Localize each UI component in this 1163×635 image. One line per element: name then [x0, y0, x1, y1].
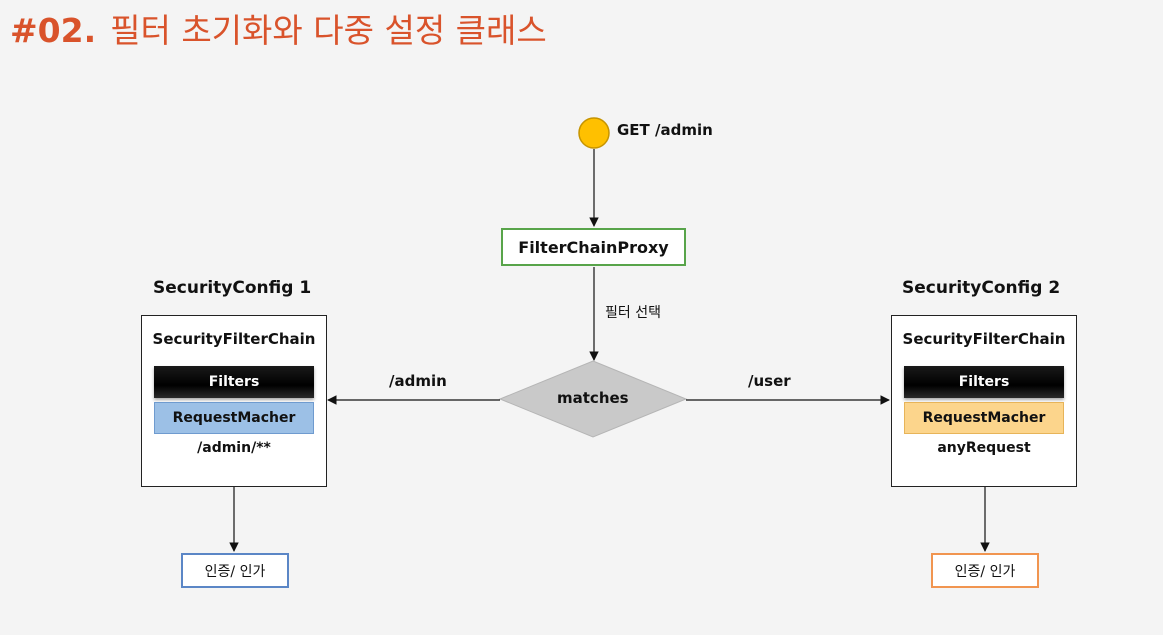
security-config-1-title: SecurityConfig 1	[153, 278, 312, 298]
filters-bar: Filters	[154, 366, 314, 398]
request-matcher-bar: RequestMacher	[154, 402, 314, 434]
filters-bar: Filters	[904, 366, 1064, 398]
security-filter-chain-2: SecurityFilterChain Filters RequestMache…	[891, 315, 1077, 487]
matcher-pattern: anyRequest	[937, 440, 1031, 456]
edge-label-user: /user	[748, 372, 791, 390]
matches-label: matches	[557, 389, 629, 407]
filter-chain-proxy-box: FilterChainProxy	[501, 228, 686, 266]
request-matcher-bar: RequestMacher	[904, 402, 1064, 434]
title-number: #02.	[10, 11, 97, 50]
security-filter-chain-1: SecurityFilterChain Filters RequestMache…	[141, 315, 327, 487]
filter-selection-label: 필터 선택	[605, 305, 661, 321]
filter-chain-title: SecurityFilterChain	[902, 330, 1066, 348]
filter-chain-title: SecurityFilterChain	[152, 330, 316, 348]
edge-label-admin: /admin	[389, 372, 447, 390]
filter-chain-proxy-label: FilterChainProxy	[518, 237, 669, 257]
title-text: 필터 초기화와 다중 설정 클래스	[110, 11, 547, 50]
security-config-2-title: SecurityConfig 2	[902, 278, 1061, 298]
auth-box-1: 인증/ 인가	[181, 553, 289, 588]
request-label: GET /admin	[617, 121, 713, 139]
matcher-pattern: /admin/**	[197, 440, 271, 456]
auth-box-2: 인증/ 인가	[931, 553, 1039, 588]
request-start-node	[578, 117, 610, 149]
page-title: #02. 필터 초기화와 다중 설정 클래스	[10, 4, 547, 52]
matches-diamond	[498, 360, 688, 438]
